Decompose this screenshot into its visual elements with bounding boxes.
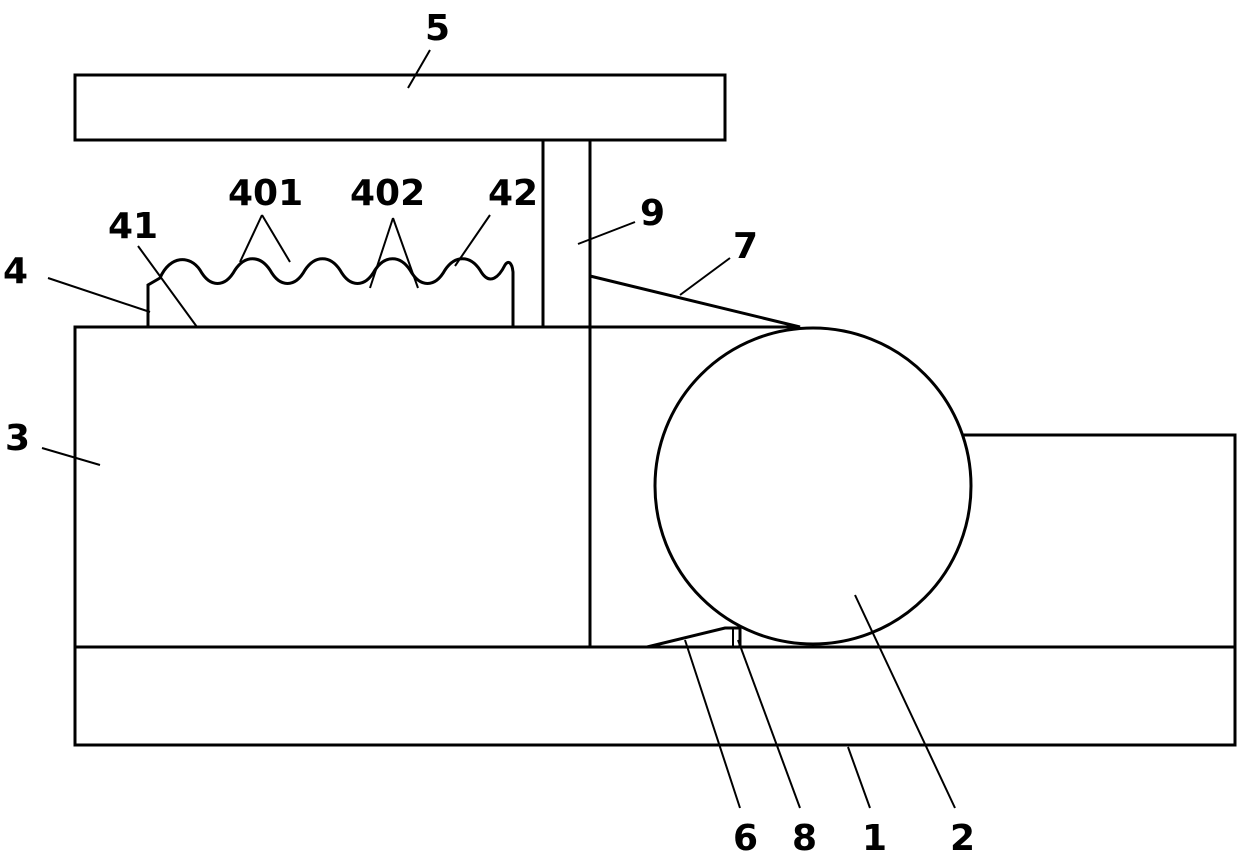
label-2: 2: [950, 818, 975, 857]
label-7: 7: [733, 226, 758, 267]
leader-9: [578, 222, 635, 244]
leader-1: [848, 747, 870, 808]
label-8: 8: [792, 818, 817, 857]
leader-8: [738, 640, 800, 808]
label-9: 9: [640, 193, 665, 234]
leader-2: [855, 595, 955, 808]
label-401: 401: [228, 173, 303, 214]
top-plate: [75, 75, 725, 140]
label-42: 42: [488, 173, 538, 214]
leader-42: [455, 215, 490, 266]
label-3: 3: [5, 418, 30, 459]
main-body: [75, 327, 590, 647]
label-5: 5: [425, 8, 450, 49]
leader-402-a: [370, 218, 393, 288]
base-plate: [75, 647, 1235, 745]
right-block: [963, 435, 1235, 647]
leader-402-b: [393, 218, 418, 288]
label-402: 402: [350, 173, 425, 214]
lower-wedge: [647, 628, 740, 647]
leader-401-a: [240, 215, 262, 262]
leader-3: [42, 448, 100, 465]
label-6: 6: [733, 818, 758, 857]
label-4: 4: [3, 251, 28, 292]
leader-6: [685, 640, 740, 808]
wavy-clamp: [148, 259, 513, 327]
leader-401-b: [262, 215, 290, 262]
roller: [655, 328, 971, 644]
label-1: 1: [862, 818, 887, 857]
leader-4: [48, 278, 150, 312]
leader-7: [680, 258, 730, 295]
leader-5: [408, 50, 430, 88]
label-41: 41: [108, 206, 158, 247]
